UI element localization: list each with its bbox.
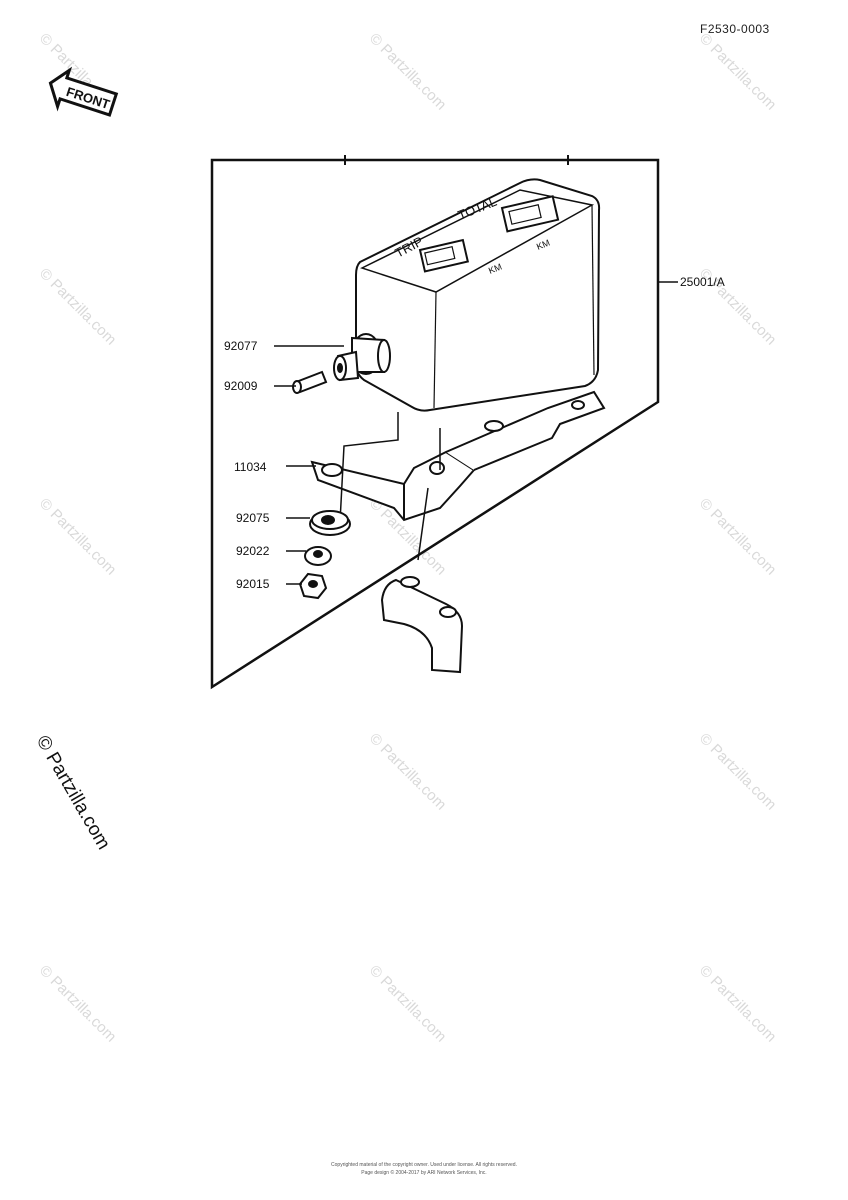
- part-label-92022[interactable]: 92022: [236, 544, 270, 558]
- grommet: [309, 510, 351, 536]
- meter-unit-right: KM: [535, 238, 551, 252]
- reset-knob: [333, 333, 391, 382]
- part-label-92077[interactable]: 92077: [224, 339, 258, 353]
- copyright-line-1: Copyrighted material of the copyright ow…: [331, 1162, 517, 1168]
- part-label-25001[interactable]: 25001/A: [680, 275, 725, 289]
- assembly-guides: [339, 412, 441, 561]
- diagram-frame: [210, 158, 660, 690]
- front-arrow-icon: FRONT: [48, 66, 119, 117]
- washer: [304, 546, 332, 566]
- leader-lines: [274, 281, 678, 585]
- handlebar-clamp: [380, 576, 464, 674]
- part-label-92009[interactable]: 92009: [224, 379, 258, 393]
- part-label-11034[interactable]: 11034: [234, 460, 267, 474]
- screw: [292, 370, 328, 394]
- part-label-92075[interactable]: 92075: [236, 511, 270, 525]
- meter-unit-left: KM: [487, 262, 503, 276]
- mounting-bracket: [310, 390, 606, 522]
- part-label-92015[interactable]: 92015: [236, 577, 270, 591]
- nut: [298, 572, 328, 600]
- copyright-line-2: Page design © 2004-2017 by ARI Network S…: [361, 1170, 487, 1176]
- diagram-code: F2530-0003: [700, 22, 770, 36]
